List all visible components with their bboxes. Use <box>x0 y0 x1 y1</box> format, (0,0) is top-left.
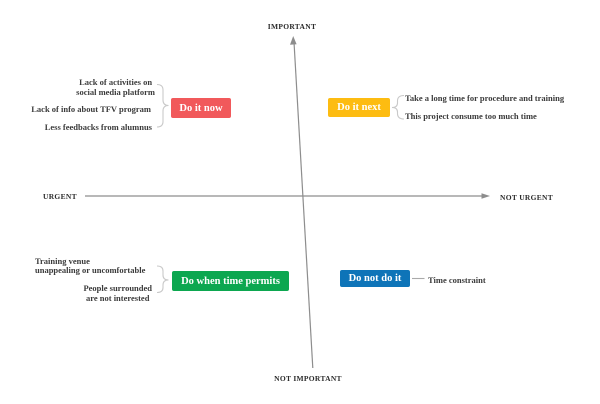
quadrant-box-do-when-time-permits[interactable]: Do when time permits <box>172 271 289 291</box>
vertical-axis <box>290 36 314 369</box>
quadrant-label: Do when time permits <box>181 275 280 287</box>
axis-label-not-urgent: NOT URGENT <box>500 192 554 202</box>
up-arrowhead-icon <box>290 36 297 45</box>
brace-do-when-time-permits <box>156 265 169 294</box>
item-lack-of-activities: Lack of activities on social media platf… <box>76 77 155 97</box>
horizontal-axis <box>85 193 490 199</box>
item-consume-too-much-time: This project consume too much time <box>405 110 537 121</box>
brace-do-it-now <box>156 83 169 128</box>
quadrant-label: Do it now <box>179 102 223 114</box>
axis-label-important: IMPORTANT <box>267 22 317 31</box>
item-less-feedbacks: Less feedbacks from alumnus <box>44 122 152 132</box>
quadrant-box-do-it-now[interactable]: Do it now <box>171 98 231 118</box>
item-long-time-procedure: Take a long time for procedure and train… <box>405 92 565 103</box>
quadrant-label: Do not do it <box>348 273 402 284</box>
item-time-constraint: Time constraint <box>428 275 486 285</box>
axis-label-not-important: NOT IMPORTANT <box>274 373 342 383</box>
quadrant-box-do-it-next[interactable]: Do it next <box>328 98 390 117</box>
axis-label-urgent: URGENT <box>43 192 77 201</box>
quadrant-box-do-not-do-it[interactable]: Do not do it <box>340 270 410 287</box>
item-lack-of-info: Lack of info about TFV program <box>31 103 151 114</box>
brace-do-it-next <box>391 94 405 120</box>
item-training-venue: Training venue unappealing or uncomforta… <box>35 255 146 275</box>
item-people-surrounded: People surrounded are not interested <box>83 283 152 303</box>
quadrant-label: Do it next <box>337 102 381 113</box>
right-arrowhead-icon <box>481 193 490 199</box>
